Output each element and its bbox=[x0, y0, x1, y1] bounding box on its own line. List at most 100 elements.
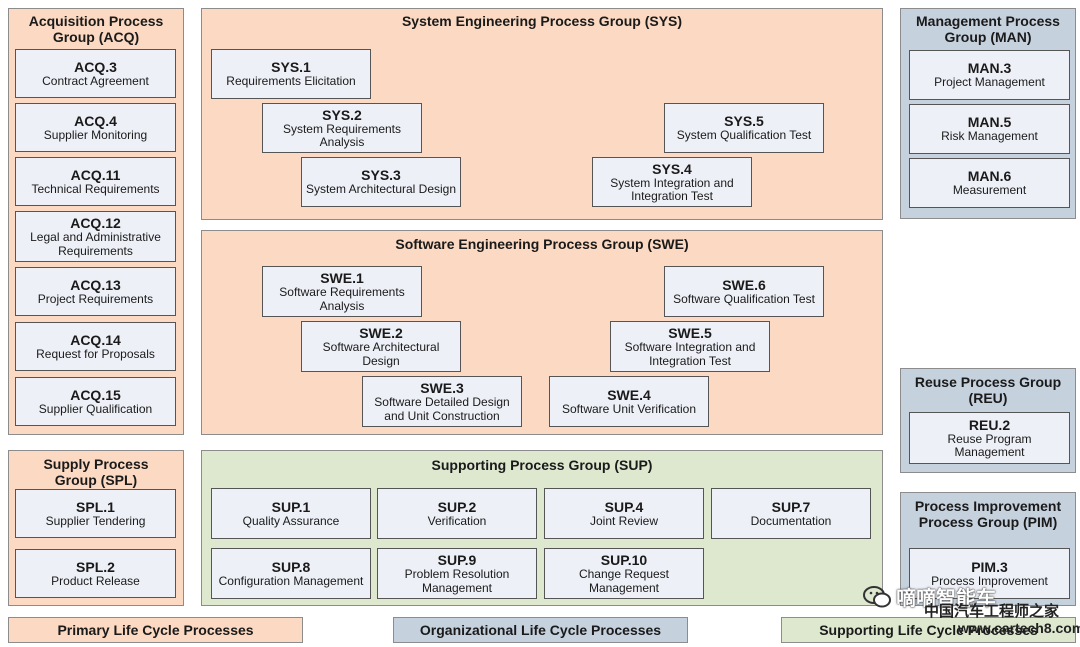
process-name: Requirements Elicitation bbox=[226, 74, 356, 89]
swe-group-title: Software Engineering Process Group (SWE) bbox=[395, 236, 689, 252]
process-name: Software Integration and Integration Tes… bbox=[624, 340, 756, 368]
process-code: MAN.5 bbox=[967, 114, 1012, 131]
process-sys-3: SYS.3 System Architectural Design bbox=[301, 157, 461, 207]
process-acq-12: ACQ.12 Legal and Administrative Requirem… bbox=[15, 211, 176, 262]
process-acq-11: ACQ.11 Technical Requirements bbox=[15, 157, 176, 206]
process-sup-4: SUP.4 Joint Review bbox=[544, 488, 704, 539]
process-name: Problem Resolution Management bbox=[404, 567, 510, 595]
sup-group-title: Supporting Process Group (SUP) bbox=[431, 457, 653, 473]
process-sys-5: SYS.5 System Qualification Test bbox=[664, 103, 824, 153]
process-code: SWE.3 bbox=[420, 380, 464, 396]
process-name: Supplier Monitoring bbox=[43, 127, 148, 142]
process-code: SYS.5 bbox=[724, 113, 764, 130]
process-code: SUP.4 bbox=[604, 498, 644, 515]
process-code: SUP.8 bbox=[271, 558, 311, 575]
process-man-5: MAN.5 Risk Management bbox=[909, 104, 1070, 154]
process-acq-4: ACQ.4 Supplier Monitoring bbox=[15, 103, 176, 152]
process-code: SWE.2 bbox=[359, 325, 403, 341]
process-code: ACQ.14 bbox=[70, 331, 121, 348]
process-code: SWE.4 bbox=[607, 386, 651, 403]
process-code: PIM.3 bbox=[971, 558, 1008, 575]
process-swe-2: SWE.2 Software Architectural Design bbox=[301, 321, 461, 372]
process-name: Product Release bbox=[51, 573, 140, 588]
process-acq-15: ACQ.15 Supplier Qualification bbox=[15, 377, 176, 426]
reu-group-title: Reuse Process Group (REU) bbox=[914, 374, 1062, 406]
process-name: System Requirements Analysis bbox=[282, 121, 402, 149]
process-name: Joint Review bbox=[589, 513, 659, 528]
process-name: Software Qualification Test bbox=[673, 291, 815, 306]
process-reu-2: REU.2 Reuse Program Management bbox=[909, 412, 1070, 464]
process-code: SPL.1 bbox=[76, 498, 115, 515]
process-code: SUP.10 bbox=[600, 552, 648, 568]
process-code: ACQ.12 bbox=[70, 215, 121, 231]
process-sys-2: SYS.2 System Requirements Analysis bbox=[262, 103, 422, 153]
spl-group-title: Supply Process Group (SPL) bbox=[43, 456, 149, 488]
process-sys-4: SYS.4 System Integration and Integration… bbox=[592, 157, 752, 207]
process-code: SWE.5 bbox=[668, 325, 712, 341]
process-name: Reuse Program Management bbox=[947, 431, 1032, 459]
process-sup-1: SUP.1 Quality Assurance bbox=[211, 488, 371, 539]
process-name: Software Unit Verification bbox=[561, 401, 697, 416]
process-name: Verification bbox=[427, 513, 487, 528]
process-name: Risk Management bbox=[941, 129, 1038, 144]
process-sys-1: SYS.1 Requirements Elicitation bbox=[211, 49, 371, 99]
process-pim-3: PIM.3 Process Improvement bbox=[909, 548, 1070, 599]
legend-supporting: Supporting Life Cycle Processes bbox=[781, 617, 1076, 643]
process-spl-2: SPL.2 Product Release bbox=[15, 549, 176, 598]
process-swe-5: SWE.5 Software Integration and Integrati… bbox=[610, 321, 770, 372]
process-name: Software Architectural Design bbox=[322, 340, 440, 368]
process-swe-4: SWE.4 Software Unit Verification bbox=[549, 376, 709, 427]
process-swe-6: SWE.6 Software Qualification Test bbox=[664, 266, 824, 317]
process-name: Measurement bbox=[952, 183, 1027, 198]
man-group-title: Management Process Group (MAN) bbox=[916, 13, 1060, 45]
watermark: 嘀嘀智能车 中国汽车工程师之家 www.cartech8.com bbox=[862, 582, 1080, 642]
process-sup-9: SUP.9 Problem Resolution Management bbox=[377, 548, 537, 599]
process-sup-7: SUP.7 Documentation bbox=[711, 488, 871, 539]
wechat-icon bbox=[863, 586, 891, 608]
process-spl-1: SPL.1 Supplier Tendering bbox=[15, 489, 176, 538]
process-code: ACQ.3 bbox=[74, 58, 117, 75]
sys-group-title: System Engineering Process Group (SYS) bbox=[401, 13, 683, 29]
watermark-line2: 中国汽车工程师之家 bbox=[924, 603, 1060, 620]
process-name: Project Management bbox=[934, 75, 1045, 90]
process-code: SUP.7 bbox=[771, 498, 811, 515]
process-code: MAN.6 bbox=[967, 168, 1012, 185]
process-sup-8: SUP.8 Configuration Management bbox=[211, 548, 371, 599]
process-code: SWE.6 bbox=[722, 276, 766, 293]
process-name: Software Detailed Design and Unit Constr… bbox=[374, 395, 510, 423]
process-man-3: MAN.3 Project Management bbox=[909, 50, 1070, 100]
process-code: SUP.2 bbox=[437, 498, 477, 515]
process-code: SYS.2 bbox=[322, 106, 362, 123]
process-code: SYS.4 bbox=[652, 160, 692, 177]
process-code: SWE.1 bbox=[320, 270, 364, 286]
process-name: Supplier Qualification bbox=[38, 401, 153, 416]
process-acq-13: ACQ.13 Project Requirements bbox=[15, 267, 176, 316]
process-code: SYS.3 bbox=[361, 167, 401, 184]
process-name: Project Requirements bbox=[37, 291, 154, 306]
process-code: ACQ.13 bbox=[70, 276, 121, 293]
process-name: Documentation bbox=[750, 513, 832, 528]
process-name: Quality Assurance bbox=[242, 513, 340, 528]
process-code: SPL.2 bbox=[76, 558, 115, 575]
legend-primary: Primary Life Cycle Processes bbox=[8, 617, 303, 643]
process-sup-2: SUP.2 Verification bbox=[377, 488, 537, 539]
process-name: System Architectural Design bbox=[305, 182, 457, 197]
process-code: MAN.3 bbox=[967, 60, 1012, 77]
process-code: SUP.1 bbox=[271, 498, 311, 515]
process-name: Contract Agreement bbox=[42, 73, 149, 88]
process-name: Software Requirements Analysis bbox=[279, 285, 405, 313]
process-acq-3: ACQ.3 Contract Agreement bbox=[15, 49, 176, 98]
process-code: ACQ.11 bbox=[70, 166, 121, 183]
process-name: Request for Proposals bbox=[36, 346, 155, 361]
process-name: Configuration Management bbox=[218, 573, 364, 588]
process-acq-14: ACQ.14 Request for Proposals bbox=[15, 322, 176, 371]
process-name: Process Improvement bbox=[931, 573, 1048, 588]
process-name: System Integration and Integration Test bbox=[610, 175, 734, 203]
process-code: ACQ.15 bbox=[70, 386, 121, 403]
process-swe-1: SWE.1 Software Requirements Analysis bbox=[262, 266, 422, 317]
acq-group-title: Acquisition Process Group (ACQ) bbox=[28, 13, 164, 45]
pim-group-title: Process Improvement Process Group (PIM) bbox=[914, 498, 1062, 530]
process-code: SYS.1 bbox=[271, 59, 311, 76]
process-sup-10: SUP.10 Change Request Management bbox=[544, 548, 704, 599]
process-man-6: MAN.6 Measurement bbox=[909, 158, 1070, 208]
